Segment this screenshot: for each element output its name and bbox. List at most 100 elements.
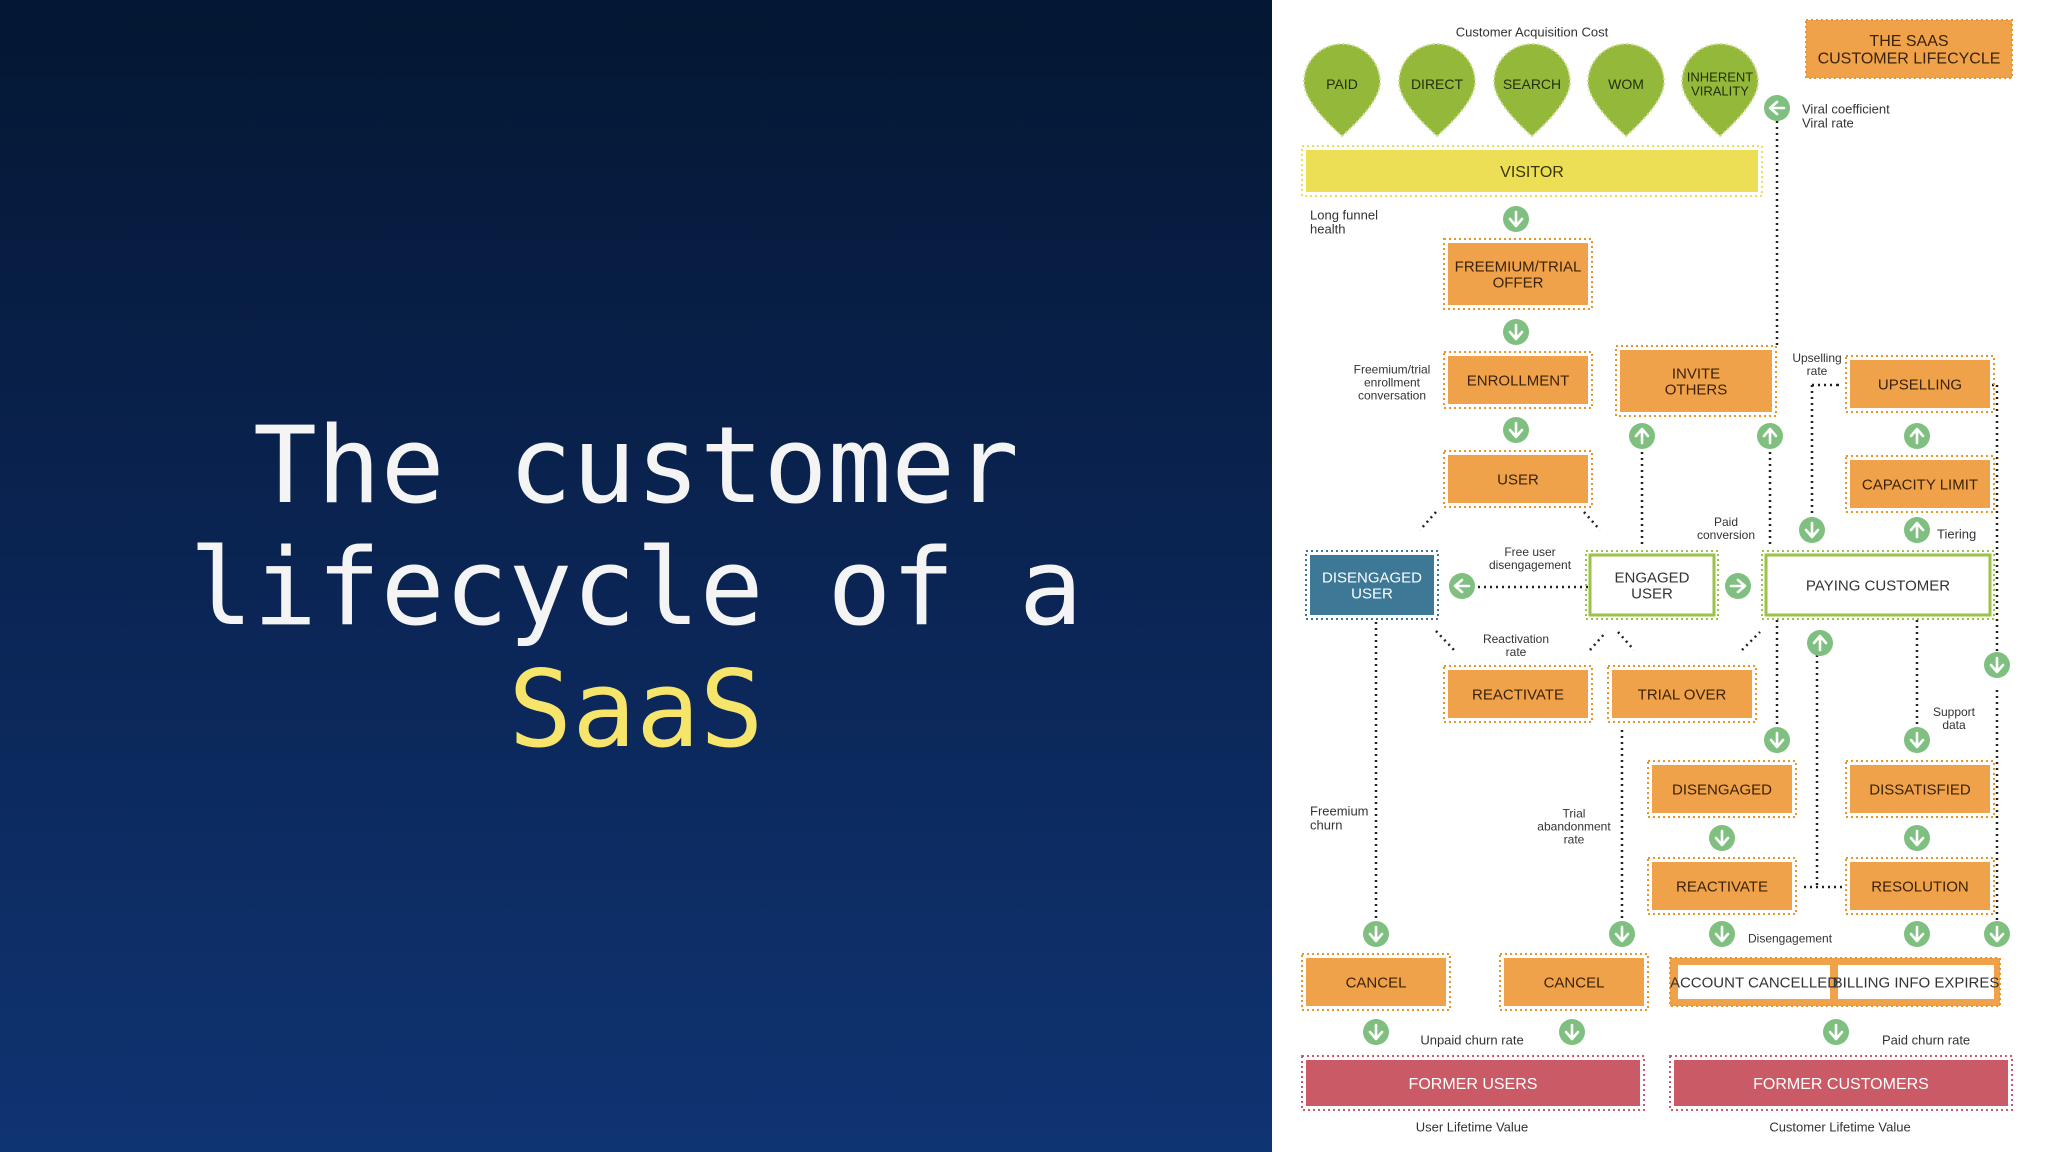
label-tiering: Tiering	[1937, 527, 1976, 542]
box-disengaged: DISENGAGED	[1647, 760, 1797, 818]
box-former-customers: FORMER CUSTOMERS	[1669, 1055, 2013, 1111]
label-customer-lifetime: Customer Lifetime Value	[1769, 1120, 1910, 1135]
flow-arrow-down-icon	[1503, 417, 1529, 443]
flow-arrow-down-icon	[1503, 319, 1529, 345]
box-label-trial-over: TRIAL OVER	[1638, 686, 1727, 703]
flow-arrow-down-icon	[1823, 1019, 1849, 1045]
slide-title: The customer lifecycle of a SaaS	[0, 405, 1272, 771]
flow-arrow-down-icon	[1904, 921, 1930, 947]
box-label-capacity-limit: CAPACITY LIMIT	[1862, 476, 1978, 493]
channel-label-2: SEARCH	[1503, 76, 1561, 92]
flow-arrow-up-icon	[1807, 630, 1833, 656]
flow-arrow-left-icon	[1449, 573, 1475, 599]
flow-arrow-down-icon	[1799, 517, 1825, 543]
box-dissatisfied: DISSATISFIED	[1845, 760, 1995, 818]
label-paid-churn: Paid churn rate	[1882, 1033, 1970, 1048]
box-label-cancel-freemium: CANCEL	[1346, 974, 1407, 991]
title-line-1: The customer	[253, 404, 1019, 527]
channel-label-3: WOM	[1608, 76, 1644, 92]
box-paying-customer: PAYING CUSTOMER	[1761, 550, 1995, 620]
channel-label-1: DIRECT	[1411, 76, 1464, 92]
box-label-former-customers: FORMER CUSTOMERS	[1753, 1076, 1929, 1093]
flow-arrow-down-icon	[1503, 206, 1529, 232]
box-enrollment: ENROLLMENT	[1443, 351, 1593, 409]
box-label-account-cancelled: ACCOUNT CANCELLED	[1670, 974, 1838, 991]
flow-arrow-down-icon	[1709, 825, 1735, 851]
box-label-reactivate-user: REACTIVATE	[1472, 686, 1564, 703]
label-disengagement: Disengagement	[1748, 931, 1833, 945]
box-label-upselling: UPSELLING	[1878, 376, 1962, 393]
box-resolution: RESOLUTION	[1845, 857, 1995, 915]
box-cancel-trial: CANCEL	[1499, 953, 1649, 1011]
channel-label-0: PAID	[1326, 76, 1358, 92]
box-trial-over: TRIAL OVER	[1607, 665, 1757, 723]
box-upselling: UPSELLING	[1845, 355, 1995, 413]
box-former-users: FORMER USERS	[1301, 1055, 1645, 1111]
box-cancel-freemium: CANCEL	[1301, 953, 1451, 1011]
flow-arrow-up-icon	[1904, 423, 1930, 449]
label-user-lifetime: User Lifetime Value	[1416, 1120, 1528, 1135]
box-label-billing-info-expires: BILLING INFO EXPIRES	[1833, 974, 2000, 991]
channel-pin-1: DIRECT	[1397, 43, 1477, 138]
box-label-enrollment: ENROLLMENT	[1467, 372, 1570, 389]
flow-arrow-down-icon	[1764, 727, 1790, 753]
flow-arrow-down-icon	[1709, 921, 1735, 947]
flow-arrow-right-icon	[1725, 573, 1751, 599]
box-label-resolution: RESOLUTION	[1871, 878, 1969, 895]
box-label-visitor: VISITOR	[1500, 164, 1564, 181]
flow-arrow-up-icon	[1904, 517, 1930, 543]
title-highlight: SaaS	[508, 648, 764, 771]
flow-arrow-down-icon	[1984, 652, 2010, 678]
box-reactivate-user: REACTIVATE	[1443, 665, 1593, 723]
box-capacity-limit: CAPACITY LIMIT	[1845, 455, 1995, 513]
flow-arrow-down-icon	[1984, 921, 2010, 947]
channel-pin-0: PAID	[1302, 43, 1382, 138]
flow-arrow-down-icon	[1363, 1019, 1389, 1045]
flow-arrow-down-icon	[1363, 921, 1389, 947]
title-line-2: lifecycle of a	[189, 526, 1083, 649]
flow-arrow-left-icon	[1764, 95, 1790, 121]
box-user: USER	[1443, 450, 1593, 508]
flow-arrow-down-icon	[1904, 727, 1930, 753]
box-label-former-users: FORMER USERS	[1409, 1076, 1538, 1093]
box-label-cancel-trial: CANCEL	[1544, 974, 1605, 991]
flow-arrow-down-icon	[1609, 921, 1635, 947]
flow-arrow-up-icon	[1629, 423, 1655, 449]
box-label-reactivate-customer: REACTIVATE	[1676, 878, 1768, 895]
box-label-disengaged: DISENGAGED	[1672, 781, 1772, 798]
box-label-paying-customer: PAYING CUSTOMER	[1806, 577, 1950, 594]
channel-pin-3: WOM	[1586, 43, 1666, 138]
acquisition-cost-label: Customer Acquisition Cost	[1456, 25, 1609, 40]
label-unpaid-churn: Unpaid churn rate	[1420, 1033, 1523, 1048]
box-label-user: USER	[1497, 471, 1539, 488]
box-reactivate-customer: REACTIVATE	[1647, 857, 1797, 915]
box-visitor: VISITOR	[1301, 145, 1763, 197]
box-label-dissatisfied: DISSATISFIED	[1869, 781, 1971, 798]
flow-arrow-down-icon	[1559, 1019, 1585, 1045]
title-panel: The customer lifecycle of a SaaS	[0, 0, 1272, 1152]
